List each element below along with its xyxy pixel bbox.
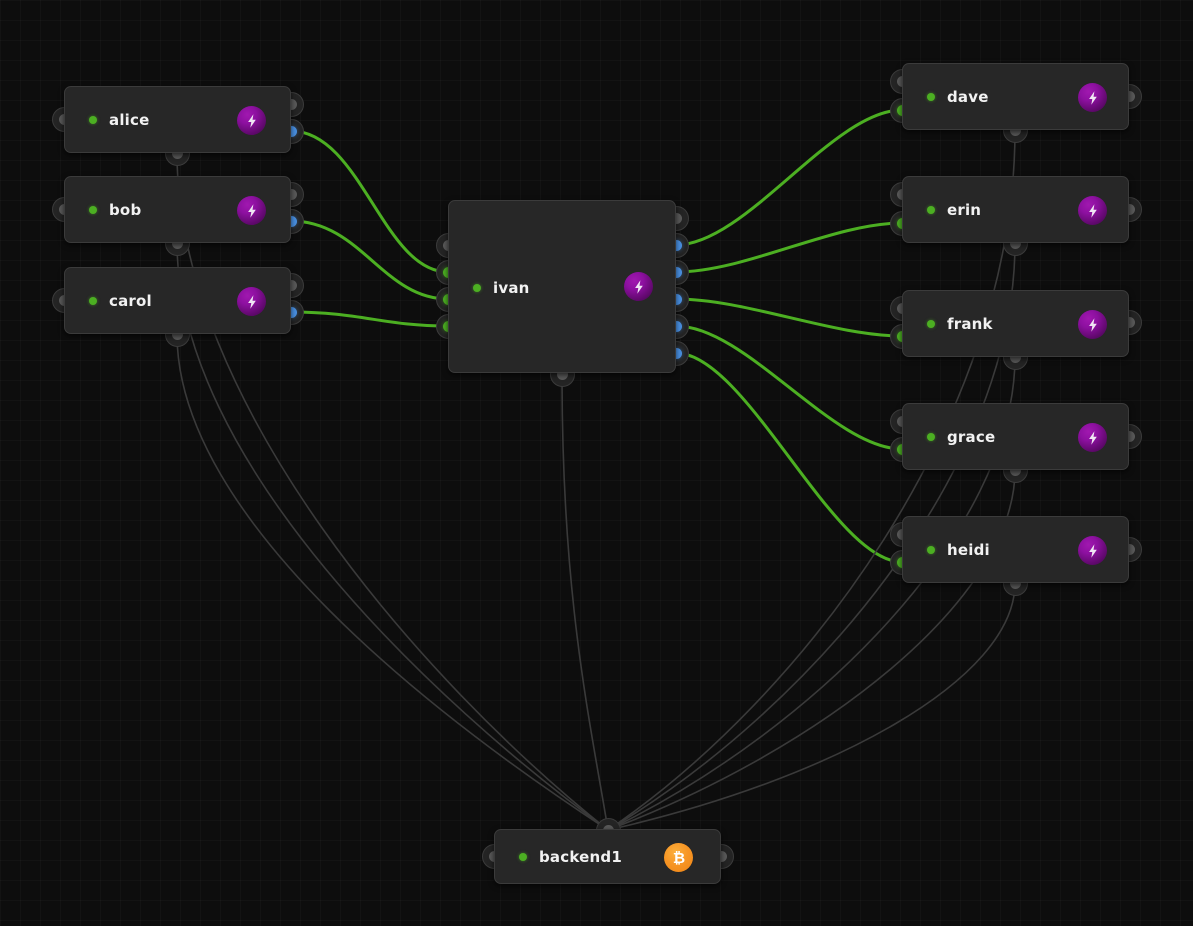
heidi-port-out[interactable] bbox=[1123, 543, 1135, 555]
node-grace-body: grace bbox=[903, 428, 1128, 446]
edge-heidi-backend1[interactable] bbox=[607, 582, 1016, 831]
status-indicator-frank bbox=[927, 319, 935, 328]
node-label-backend1: backend1 bbox=[539, 847, 622, 866]
edge-bob-ivan[interactable] bbox=[289, 219, 450, 301]
alice-port-out-b[interactable] bbox=[285, 125, 297, 137]
carol-port-bottom[interactable] bbox=[171, 328, 183, 340]
status-indicator-grace bbox=[927, 432, 935, 441]
node-erin[interactable]: erin bbox=[902, 176, 1129, 243]
svg-text:₿: ₿ bbox=[672, 849, 684, 867]
lightning-icon bbox=[237, 106, 266, 135]
alice-port-out-a[interactable] bbox=[285, 98, 297, 110]
ivan-port-out-c[interactable] bbox=[670, 266, 682, 278]
edge-ivan-backend1[interactable] bbox=[561, 373, 609, 831]
ivan-port-out-f[interactable] bbox=[670, 347, 682, 359]
lightning-icon bbox=[237, 287, 266, 316]
heidi-port-bottom[interactable] bbox=[1009, 577, 1021, 589]
lightning-icon bbox=[1078, 83, 1107, 112]
node-grace[interactable]: grace bbox=[902, 403, 1129, 470]
ivan-port-out-b[interactable] bbox=[670, 239, 682, 251]
frank-port-out[interactable] bbox=[1123, 316, 1135, 328]
status-indicator-bob bbox=[89, 205, 97, 214]
node-bob[interactable]: bob bbox=[64, 176, 291, 243]
status-indicator-alice bbox=[89, 115, 97, 124]
node-label-erin: erin bbox=[947, 200, 982, 219]
lightning-icon bbox=[1078, 536, 1107, 565]
edge-ivan-grace[interactable] bbox=[674, 324, 904, 451]
lightning-icon bbox=[1078, 310, 1107, 339]
node-frank[interactable]: frank bbox=[902, 290, 1129, 357]
edge-ivan-frank[interactable] bbox=[674, 297, 904, 338]
node-label-grace: grace bbox=[947, 427, 996, 446]
node-label-carol: carol bbox=[109, 291, 152, 310]
edge-ivan-heidi[interactable] bbox=[674, 351, 904, 564]
backend1-port-right[interactable] bbox=[715, 850, 727, 862]
alice-port-bottom[interactable] bbox=[171, 147, 183, 159]
node-dave-body: dave bbox=[903, 88, 1128, 106]
bob-port-bottom[interactable] bbox=[171, 237, 183, 249]
lightning-icon bbox=[1078, 423, 1107, 452]
edge-ivan-dave[interactable] bbox=[674, 108, 904, 247]
carol-port-out-b[interactable] bbox=[285, 306, 297, 318]
node-label-bob: bob bbox=[109, 200, 142, 219]
status-indicator-ivan bbox=[473, 284, 481, 292]
bob-port-out-b[interactable] bbox=[285, 215, 297, 227]
frank-port-bottom[interactable] bbox=[1009, 351, 1021, 363]
node-label-dave: dave bbox=[947, 87, 989, 106]
node-alice[interactable]: alice bbox=[64, 86, 291, 153]
node-frank-body: frank bbox=[903, 315, 1128, 333]
ivan-port-out-d[interactable] bbox=[670, 293, 682, 305]
node-carol[interactable]: carol bbox=[64, 267, 291, 334]
erin-port-bottom[interactable] bbox=[1009, 237, 1021, 249]
node-dave[interactable]: dave bbox=[902, 63, 1129, 130]
edge-carol-ivan[interactable] bbox=[289, 310, 450, 328]
ivan-port-bottom[interactable] bbox=[556, 368, 568, 380]
node-erin-body: erin bbox=[903, 201, 1128, 219]
ivan-port-out-e[interactable] bbox=[670, 320, 682, 332]
node-heidi-body: heidi bbox=[903, 541, 1128, 559]
node-bob-body: bob bbox=[65, 201, 290, 219]
grace-port-bottom[interactable] bbox=[1009, 464, 1021, 476]
dave-port-bottom[interactable] bbox=[1009, 124, 1021, 136]
status-indicator-erin bbox=[927, 205, 935, 214]
carol-port-out-a[interactable] bbox=[285, 279, 297, 291]
edge-carol-backend1[interactable] bbox=[176, 333, 609, 831]
node-heidi[interactable]: heidi bbox=[902, 516, 1129, 583]
bob-port-out-a[interactable] bbox=[285, 188, 297, 200]
dave-port-out[interactable] bbox=[1123, 90, 1135, 102]
node-label-alice: alice bbox=[109, 110, 150, 129]
lightning-icon bbox=[1078, 196, 1107, 225]
status-indicator-dave bbox=[927, 92, 935, 101]
edge-alice-ivan[interactable] bbox=[289, 129, 450, 274]
node-alice-body: alice bbox=[65, 111, 290, 129]
lightning-icon bbox=[624, 272, 653, 301]
erin-port-out[interactable] bbox=[1123, 203, 1135, 215]
node-backend1[interactable]: backend1 ₿ bbox=[494, 829, 721, 884]
node-label-ivan: ivan bbox=[493, 279, 530, 297]
ivan-port-out-a[interactable] bbox=[670, 212, 682, 224]
status-indicator-heidi bbox=[927, 545, 935, 554]
node-label-heidi: heidi bbox=[947, 540, 990, 559]
node-ivan[interactable]: ivan bbox=[448, 200, 676, 373]
node-backend1-body: backend1 bbox=[495, 848, 720, 866]
status-indicator-carol bbox=[89, 296, 97, 305]
lightning-icon bbox=[237, 196, 266, 225]
status-indicator-backend1 bbox=[519, 852, 527, 861]
grace-port-out[interactable] bbox=[1123, 430, 1135, 442]
node-carol-body: carol bbox=[65, 292, 290, 310]
bitcoin-icon: ₿ bbox=[664, 843, 693, 872]
edge-ivan-erin[interactable] bbox=[674, 221, 904, 274]
node-ivan-body: ivan bbox=[449, 279, 530, 297]
node-label-frank: frank bbox=[947, 314, 993, 333]
